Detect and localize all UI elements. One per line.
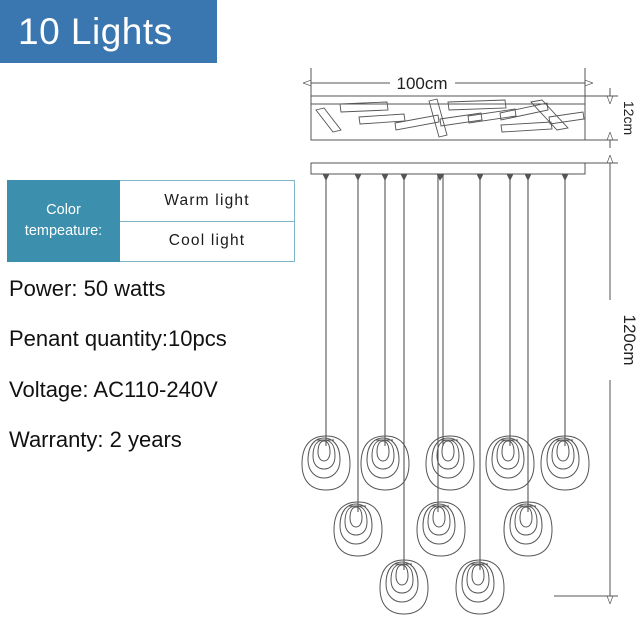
header-banner: 10 Lights: [0, 0, 217, 63]
color-temperature-label-line2: tempeature:: [24, 223, 103, 239]
pendant-shade: [485, 435, 535, 491]
dimension-label-width: 100cm: [396, 74, 447, 93]
ceiling-plate-top-view: [310, 95, 586, 141]
page-title: 10 Lights: [18, 11, 173, 52]
pendant-shade: [503, 501, 553, 557]
spec-pendant-quantity: Penant quantity:10pcs: [9, 326, 227, 352]
cord-caps: [322, 173, 569, 182]
pendant-middle-row: [333, 501, 553, 557]
pendant-shade: [333, 501, 383, 557]
spec-warranty: Warranty: 2 years: [9, 426, 182, 452]
spec-voltage: Voltage: AC110-240V: [9, 376, 218, 402]
pendant-shade: [455, 559, 505, 615]
dimension-drop-120cm: [554, 163, 618, 596]
dimension-label-thickness: 12cm: [621, 101, 637, 135]
mounting-bar: [310, 162, 586, 175]
pendant-top-row: [301, 435, 590, 491]
color-temperature-option-cool[interactable]: Cool light: [120, 221, 294, 261]
plate-bar-elements: [315, 98, 585, 138]
color-temperature-label-line1: Color: [46, 201, 81, 218]
pendant-shade: [540, 435, 590, 491]
dimension-label-drop: 120cm: [620, 314, 639, 365]
pendant-shade: [425, 435, 475, 491]
dimension-width-100cm: [311, 68, 585, 100]
color-temperature-label-cell: Color tempeature:: [7, 180, 120, 262]
specification-list: Power: 50 watts Penant quantity:10pcs Vo…: [9, 276, 309, 477]
pendant-shade: [360, 435, 410, 491]
color-temperature-table: Color tempeature: Warm light Cool light: [7, 180, 295, 262]
pendant-shade: [416, 501, 466, 557]
suspension-cords: [325, 174, 566, 570]
pendant-shade: [301, 435, 351, 491]
color-temperature-options: Warm light Cool light: [120, 180, 295, 262]
dimension-thickness-12cm: [585, 88, 618, 148]
pendant-bottom-row: [379, 559, 505, 615]
spec-power: Power: 50 watts: [9, 276, 166, 301]
color-temperature-option-warm[interactable]: Warm light: [120, 181, 294, 222]
pendant-shade: [379, 559, 429, 615]
